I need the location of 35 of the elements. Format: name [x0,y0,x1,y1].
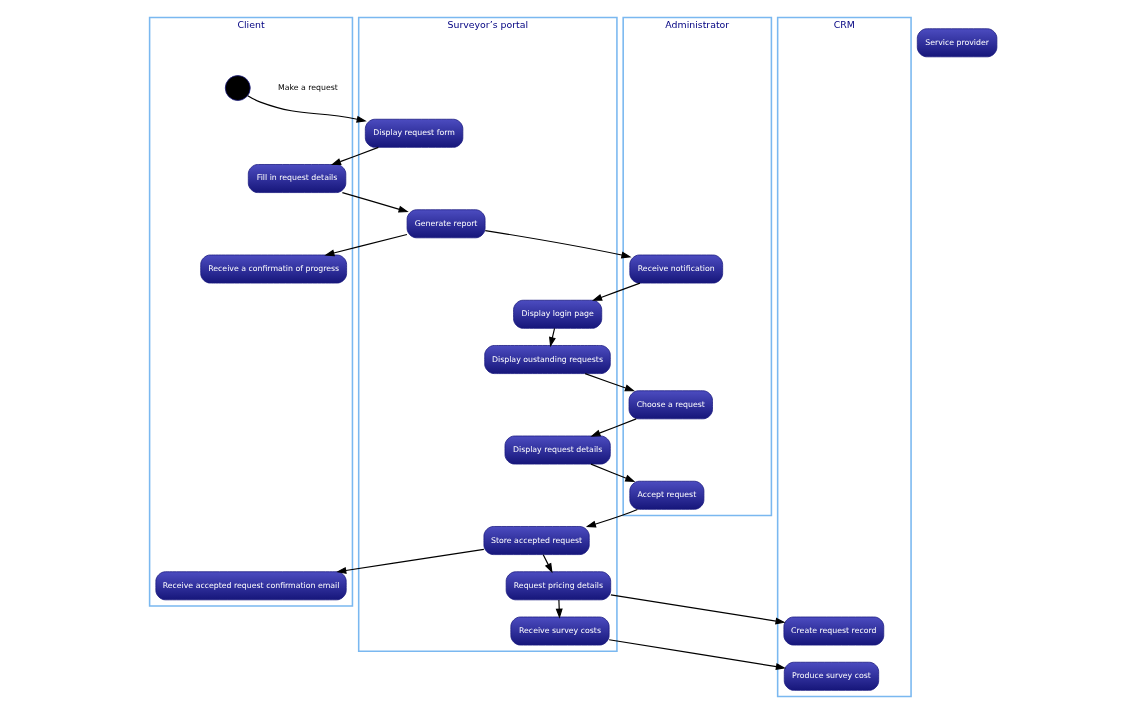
arrow [589,418,637,437]
arrow [484,230,631,259]
node-box: Receive notification [628,254,723,284]
node-box: Receive accepted request confirmation email [154,571,347,601]
node-label: Make a request [277,82,338,92]
arrow [542,554,553,574]
node-box: Produce survey cost [783,661,879,691]
node-box: Display request form [364,118,463,148]
arrow [555,599,563,619]
arrow [330,146,379,166]
node-box: Receive a confirmatin of progress [199,254,347,284]
node-box: Choose a request [628,390,713,420]
arrow [609,594,786,625]
node-box: Service provider [916,28,997,58]
node-box: Display oustanding requests [483,345,611,374]
arrow [335,548,484,574]
arrow [548,327,556,348]
node-circle [224,75,251,101]
node-box: Accept request [628,480,704,510]
arrow [591,282,641,301]
node-box: Receive survey costs [509,616,609,646]
node-box: Generate report [406,209,485,239]
node-box: Store accepted request [483,526,590,555]
arrow [341,192,409,213]
arrow [585,508,638,528]
node-box: Fill in request details [247,164,346,193]
node-box: Request pricing details [505,571,611,601]
arrow [608,639,786,671]
node-box: Display request details [504,435,611,465]
arrow [323,233,408,257]
arrow [589,463,635,482]
node-box: Display login page [512,299,602,329]
arrow [246,95,367,123]
arrow [584,373,635,392]
node-box: Create request record [783,616,884,646]
